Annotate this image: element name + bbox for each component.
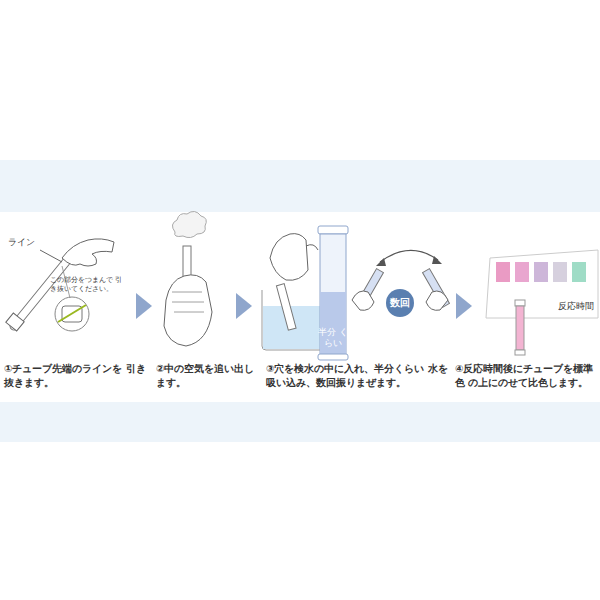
half-level-band: 半分 くらい xyxy=(318,323,348,353)
node-text: 半分 くらい xyxy=(318,327,348,349)
band xyxy=(0,160,600,442)
step-arrow xyxy=(136,293,152,319)
step-caption: ①チューブ先端のラインを 引き抜きます。 xyxy=(4,362,146,389)
half-tube xyxy=(318,226,348,360)
tube-step1 xyxy=(6,239,114,331)
count-badge: 数回 xyxy=(386,289,414,317)
panel xyxy=(0,212,600,402)
callout-label: ライン xyxy=(8,236,48,248)
step-caption: ④反応時間後にチューブを標準色 の上にのせて比色します。 xyxy=(455,362,597,389)
step-arrow xyxy=(456,293,472,319)
node-text: 反応時間 xyxy=(558,301,594,312)
shake-tubes xyxy=(352,250,449,310)
node-text: 数回 xyxy=(390,297,410,309)
callout-label: この部分をつまんで 引き抜いてください。 xyxy=(50,276,124,295)
step-caption: ②中の空気を追い出し ます。 xyxy=(156,362,260,389)
color-card xyxy=(486,250,598,355)
chart-label: 反応時間 xyxy=(532,290,594,312)
step-arrow xyxy=(236,293,252,319)
step-caption: ③穴を検水の中に入れ、半分くらい 水を吸い込み、数回振りまぜます。 xyxy=(266,362,452,389)
tube-step2 xyxy=(164,211,212,346)
